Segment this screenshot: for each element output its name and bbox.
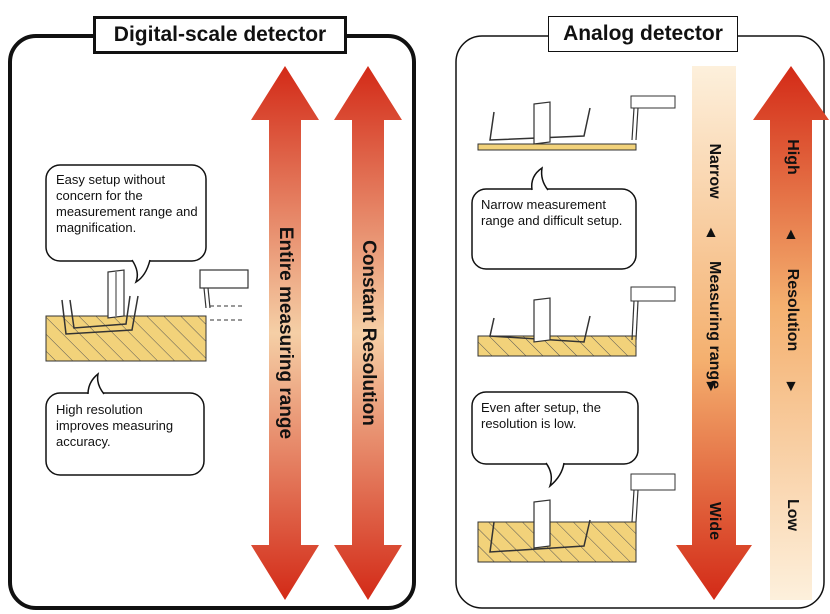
constant-resolution-label: Constant Resolution bbox=[358, 240, 379, 426]
range-up-triangle-icon: ▲ bbox=[703, 224, 719, 241]
resolution-high-label: High bbox=[784, 139, 801, 175]
left-workpiece-illustration bbox=[45, 269, 207, 362]
callout-low-resolution-text: Even after setup, the resolution is low. bbox=[481, 400, 601, 431]
callout-low-resolution bbox=[471, 391, 639, 489]
left-panel-title: Digital-scale detector bbox=[93, 16, 347, 54]
callout-easy-setup bbox=[45, 164, 207, 284]
callout-narrow-range-text: Narrow measurement range and difficult s… bbox=[481, 197, 623, 228]
callout-easy-setup-text: Easy setup without concern for the measu… bbox=[56, 172, 198, 235]
right-panel-title: Analog detector bbox=[548, 16, 738, 52]
resolution-low-label: Low bbox=[784, 499, 801, 531]
left-probe-icon bbox=[199, 269, 249, 321]
right-workpiece-1 bbox=[477, 101, 637, 151]
range-narrow-label: Narrow bbox=[706, 143, 723, 199]
range-wide-label: Wide bbox=[706, 501, 723, 541]
constant-resolution-arrow bbox=[334, 66, 402, 600]
right-workpiece-3 bbox=[477, 499, 637, 563]
right-workpiece-2 bbox=[477, 297, 637, 357]
callout-high-resolution bbox=[45, 372, 205, 476]
callout-narrow-range bbox=[471, 166, 637, 270]
resolution-down-triangle-icon: ▼ bbox=[783, 378, 799, 395]
right-probe-2-icon bbox=[630, 286, 676, 341]
range-middle-label: Measuring range bbox=[706, 261, 723, 390]
entire-range-arrow bbox=[251, 66, 319, 600]
range-down-triangle-icon: ▼ bbox=[703, 378, 719, 395]
right-probe-1-icon bbox=[630, 95, 676, 141]
entire-range-label: Entire measuring range bbox=[275, 226, 296, 440]
resolution-middle-label: Resolution bbox=[784, 268, 801, 352]
callout-high-resolution-text: High resolution improves measuring accur… bbox=[56, 402, 174, 449]
resolution-arrow bbox=[753, 66, 829, 600]
measuring-range-arrow bbox=[676, 66, 752, 600]
resolution-up-triangle-icon: ▲ bbox=[783, 226, 799, 243]
right-probe-3-icon bbox=[630, 473, 676, 523]
